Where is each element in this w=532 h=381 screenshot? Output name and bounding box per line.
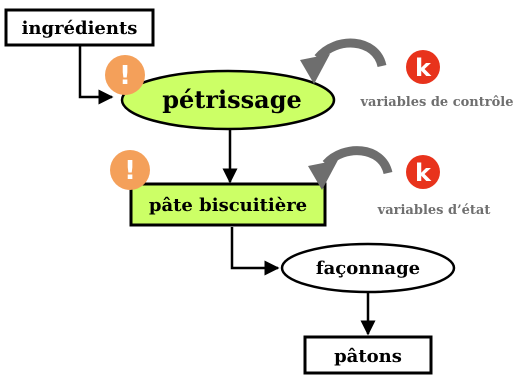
curved-arrow-icon-control [300,38,387,84]
warning-icon-petrissage: ! [105,55,145,95]
patons-box [303,335,433,375]
svg-text:k: k [415,54,432,82]
k-icon-state: k [406,155,440,189]
curved-arrow-icon-state [308,146,393,190]
faconnage-label: façonnage [316,258,420,279]
k-icon-control: k [406,50,440,84]
svg-text:!: ! [124,156,136,186]
ingredients-label: ingrédients [22,18,138,39]
control-variables-label: variables de contrôle [360,95,514,110]
patons-label: pâtons [334,346,402,367]
pate-label: pâte biscuitière [149,195,307,216]
petrissage-ellipse [120,69,336,131]
svg-text:!: ! [119,61,131,91]
ingredients-box [4,8,155,47]
state-variables-label: variables d’état [377,203,491,218]
connector-ingredients-petrissage [78,45,114,105]
warning-icon-pate: ! [110,150,150,190]
faconnage-ellipse [280,242,456,294]
pate-box [129,182,327,227]
petrissage-label: pétrissage [162,85,302,114]
connector-pate-faconnage [230,227,280,276]
svg-text:k: k [415,159,432,187]
